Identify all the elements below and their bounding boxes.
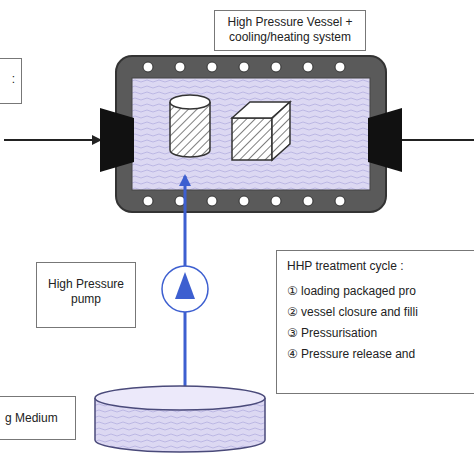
vessel-label-box: High Pressure Vessel + cooling/heating s… [214, 10, 366, 51]
feed-arrow [184, 176, 187, 266]
box-text: High Pressure pump [43, 277, 129, 307]
vessel-plug-left [100, 108, 134, 172]
vessel-plug-right [368, 108, 402, 172]
box-text: High Pressure Vessel + cooling/heating s… [220, 15, 360, 45]
medium-box: g Medium [0, 396, 76, 440]
partial-box: : [0, 58, 22, 104]
box-text: HHP treatment cycle : [287, 259, 469, 274]
supply-pipe [184, 312, 187, 388]
vessel-wall [116, 56, 386, 212]
packaged-cylinder [170, 95, 210, 157]
inlet-arrow [4, 139, 100, 141]
cycle-step: ① loading packaged pro [287, 284, 469, 299]
packaged-box [232, 102, 290, 160]
outlet-line [390, 139, 474, 141]
pump-triangle [175, 272, 195, 299]
cycle-step: ③ Pressurisation [287, 326, 469, 341]
cycle-step: ④ Pressure release and [287, 347, 469, 362]
cycle-step: ② vessel closure and filli [287, 305, 469, 320]
pump-symbol [162, 266, 208, 312]
box-text: : [1, 72, 15, 87]
cycle-box: HHP treatment cycle : ① loading packaged … [276, 250, 474, 394]
box-text: g Medium [5, 411, 71, 426]
vessel-chamber [132, 78, 370, 190]
cooling-channels [143, 62, 345, 206]
medium-reservoir [95, 386, 265, 452]
pump-label-box: High Pressure pump [36, 262, 136, 328]
